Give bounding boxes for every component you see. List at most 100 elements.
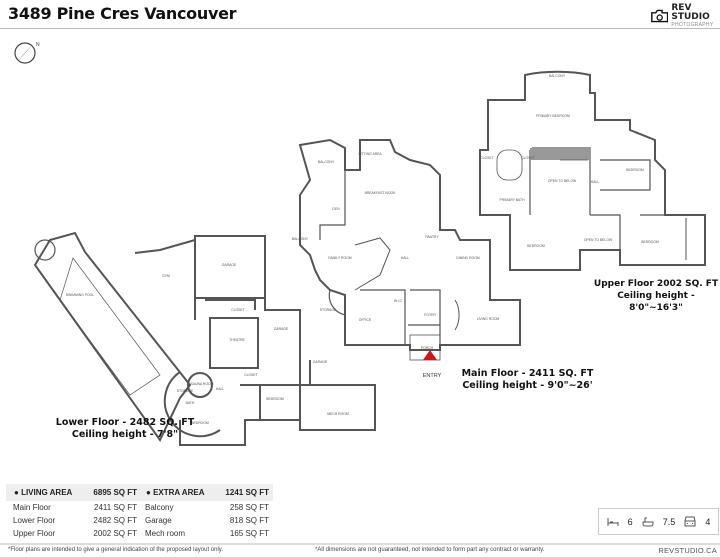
row-value: 2411 SQ FT xyxy=(94,503,137,512)
row-name: Main Floor xyxy=(13,503,51,512)
entry-label: ENTRY xyxy=(423,373,442,379)
table-row: Main Floor 2411 SQ FT xyxy=(6,501,141,514)
room-label: BALCONY xyxy=(549,74,566,78)
bedroom-count: 6 xyxy=(627,516,633,527)
room-label: PRIMARY BEDROOM xyxy=(536,114,570,118)
lower-floor-ceiling: Ceiling height - 7'8" xyxy=(71,429,179,440)
row-name: Lower Floor xyxy=(13,516,56,525)
bathroom-count: 7.5 xyxy=(662,516,676,527)
room-label: MECH ROOM xyxy=(327,412,349,416)
logo-sub: PHOTOGRAPHY xyxy=(671,22,714,28)
extra-area-label: ● EXTRA AREA xyxy=(146,488,205,497)
room-label: STORAGE xyxy=(320,308,337,312)
room-label: PRIMARY BATH xyxy=(499,198,525,202)
living-area-label: ● LIVING AREA xyxy=(14,488,73,497)
compass-icon: N xyxy=(14,42,40,64)
main-floor-area: Main Floor - 2411 SQ. FT xyxy=(461,368,594,379)
living-area-total: 6895 SQ FT xyxy=(93,488,137,497)
room-label: BEDROOM xyxy=(266,397,284,401)
upper-floor-walls xyxy=(479,70,706,271)
lower-floor-area: Lower Floor - 2482 SQ. FT xyxy=(55,417,195,428)
row-value: 165 SQ FT xyxy=(229,529,269,538)
room-label: FAMILY ROOM xyxy=(328,256,351,260)
bed-icon xyxy=(607,517,619,526)
room-label: FOYER xyxy=(424,313,436,317)
row-value: 2002 SQ FT xyxy=(93,529,137,538)
room-label: OPEN TO BELOW xyxy=(548,179,577,183)
room-label: PORCH xyxy=(421,346,434,350)
logo-brand: REV STUDIO xyxy=(671,3,710,22)
room-label: GYM xyxy=(162,274,170,278)
floor-plan: N SWIMMING POOL GYM GARAGE THEATRE GARAG… xyxy=(14,42,706,446)
room-label: GARAGE xyxy=(313,360,328,364)
bathtub-icon xyxy=(642,517,654,526)
header-divider xyxy=(0,28,720,29)
room-label: CLOSET xyxy=(231,308,245,312)
footer-divider xyxy=(0,543,720,545)
room-label: BEDROOM xyxy=(527,244,545,248)
room-label: BREAKFAST NOOK xyxy=(365,191,397,195)
room-label: PANTRY xyxy=(425,235,439,239)
room-label: BEDROOM xyxy=(191,421,209,425)
room-label: THEATRE xyxy=(229,338,245,342)
row-name: Mech room xyxy=(145,529,186,538)
row-value: 258 SQ FT xyxy=(229,503,269,512)
room-label: W.I.C xyxy=(394,299,403,303)
room-label: DINING ROOM xyxy=(456,256,480,260)
room-label: CLOSET xyxy=(521,156,535,160)
footer-website: REVSTUDIO.CA xyxy=(658,546,717,555)
room-label: HALL xyxy=(401,256,410,260)
main-floor-ceiling: Ceiling height - 9'0"~26' xyxy=(462,380,593,391)
footer-disclaimer-left: *Floor plans are intended to give a gene… xyxy=(8,547,224,553)
lower-floor-walls xyxy=(33,231,376,446)
row-value: 2482 SQ FT xyxy=(93,516,137,525)
upper-floor-ceiling: Ceiling height - 8'0"~16'3" xyxy=(617,291,695,313)
room-label: OPEN TO BELOW xyxy=(584,238,613,242)
room-label: HALL xyxy=(216,387,225,391)
room-label: CLOSET xyxy=(244,373,258,377)
room-label: GARAGE xyxy=(274,327,289,331)
room-label: CLOSET xyxy=(480,156,494,160)
footer-disclaimer-center: *All dimensions are not guaranteed, not … xyxy=(315,547,545,553)
room-label: BALCONY xyxy=(292,237,309,241)
page-title: 3489 Pine Cres Vancouver xyxy=(8,4,237,23)
table-row: Garage 818 SQ FT xyxy=(138,514,273,527)
room-label: GARAGE xyxy=(222,263,237,267)
room-label: SITTING AREA xyxy=(358,152,382,156)
car-icon xyxy=(684,516,696,527)
room-label: SWIMMING POOL xyxy=(66,293,95,297)
upper-floor-area: Upper Floor 2002 SQ. FT xyxy=(593,279,719,289)
room-label: HALL xyxy=(591,180,600,184)
row-value: 818 SQ FT xyxy=(229,516,269,525)
extra-area-title: EXTRA AREA xyxy=(153,488,205,497)
camera-icon xyxy=(651,9,669,23)
room-label: DEN xyxy=(332,207,340,211)
room-label: BALCONY xyxy=(318,160,335,164)
table-row: Lower Floor 2482 SQ FT xyxy=(6,514,141,527)
room-label: LIVING ROOM xyxy=(477,317,500,321)
living-area-title: LIVING AREA xyxy=(21,488,73,497)
room-label: BEDROOM xyxy=(626,168,644,172)
room-label: BATH xyxy=(186,401,195,405)
extra-area-total: 1241 SQ FT xyxy=(225,488,269,497)
living-area-table: ● LIVING AREA 6895 SQ FT Main Floor 2411 S… xyxy=(6,484,141,540)
parking-count: 4 xyxy=(705,516,711,527)
main-floor-walls xyxy=(298,138,521,361)
row-name: Garage xyxy=(145,516,172,525)
room-label: OFFICE xyxy=(359,318,372,322)
svg-text:N: N xyxy=(36,42,40,48)
property-stats: 6 7.5 4 xyxy=(598,508,719,535)
row-name: Balcony xyxy=(145,503,174,512)
table-row: Mech room 165 SQ FT xyxy=(138,527,273,540)
table-row: Balcony 258 SQ FT xyxy=(138,501,273,514)
room-labels: SWIMMING POOL GYM GARAGE THEATRE GARAGE … xyxy=(66,74,659,425)
upper-floor-label: Upper Floor 2002 SQ. FT Ceiling height - … xyxy=(592,278,720,314)
room-label: BEDROOM xyxy=(641,240,659,244)
room-label: SAUNA ROOM xyxy=(191,382,214,386)
room-label: STORAGE xyxy=(177,389,194,393)
